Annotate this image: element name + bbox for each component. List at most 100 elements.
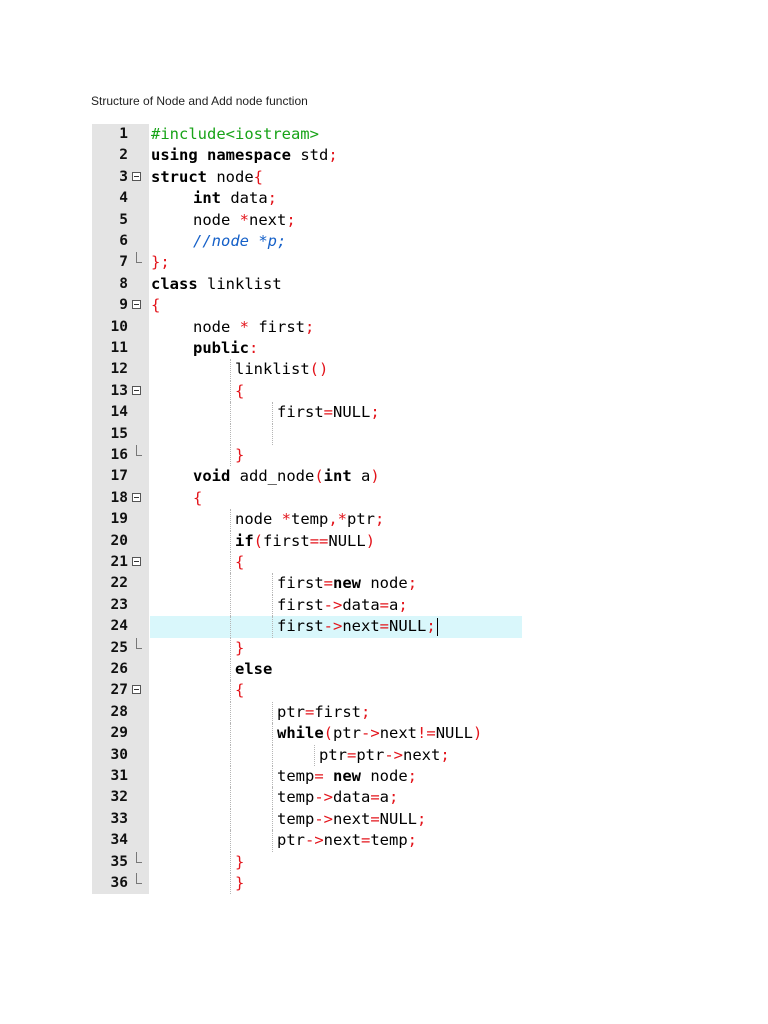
code-line-content[interactable]: { [150,680,522,702]
code-line-content[interactable] [150,423,522,445]
indent-guide [230,573,231,595]
fold-end-icon [131,445,143,466]
code-line-content[interactable]: while(ptr->next!=NULL) [150,723,522,745]
code-token: class [151,274,198,293]
code-line[interactable]: 7}; [92,252,532,273]
code-line-content[interactable]: first=NULL; [150,402,522,424]
code-token: } [235,852,245,871]
code-line-content[interactable]: linklist() [150,359,522,381]
code-line-content[interactable]: first->next=NULL; [150,616,522,638]
code-line-content[interactable]: #include<iostream> [150,124,522,145]
code-line[interactable]: 2 using namespace std; [92,145,532,166]
code-line[interactable]: 13{ [92,380,532,403]
code-line-content[interactable]: temp= new node; [150,766,522,788]
code-line-content[interactable]: if(first==NULL) [150,530,522,552]
code-line-content[interactable]: node *temp,*ptr; [150,509,522,531]
code-line[interactable]: 16} [92,445,532,467]
fold-collapse-icon[interactable] [131,295,143,316]
fold-collapse-icon[interactable] [131,381,143,402]
code-line-content[interactable]: } [150,445,522,467]
code-line-content[interactable]: } [150,851,522,873]
code-line-content[interactable]: //node *p; [150,231,522,252]
code-line-content[interactable]: first=new node; [150,573,522,595]
code-token: new [323,767,361,785]
fold-collapse-icon[interactable] [131,680,143,701]
code-line[interactable]: 6//node *p; [92,231,532,252]
code-text: if(first==NULL) [235,531,375,552]
code-line[interactable]: 35} [92,851,532,873]
indent-guide [230,423,231,445]
code-token: NULL [333,403,371,422]
code-line-content[interactable]: int data; [150,188,522,209]
line-number: 17 [110,468,128,485]
indent-guide [230,637,231,659]
code-line-content[interactable]: temp->next=NULL; [150,808,522,831]
code-text: ptr->next=temp; [277,830,417,851]
line-number: 32 [110,789,128,806]
code-line-content[interactable]: ptr=ptr->next; [150,744,522,766]
indent-guide [272,830,273,852]
code-line-content[interactable]: { [150,488,522,509]
code-line[interactable]: 18{ [92,488,532,509]
code-line-content[interactable]: { [150,295,522,316]
code-line-content[interactable]: } [150,873,522,895]
code-line-content[interactable]: ptr=first; [150,701,522,724]
code-line-content[interactable]: struct node{ [150,167,522,188]
code-line[interactable]: 21{ [92,552,532,574]
fold-collapse-icon[interactable] [131,167,143,188]
code-line-content[interactable]: class linklist [150,274,522,295]
code-line-content[interactable]: void add_node(int a) [150,466,522,487]
code-line[interactable]: 15 [92,423,532,445]
fold-collapse-icon[interactable] [131,488,143,509]
code-line-content[interactable]: node * first; [150,317,522,338]
code-line-content[interactable]: else [150,659,522,681]
code-line[interactable]: 25} [92,637,532,659]
line-number: 36 [110,875,128,891]
code-line-content[interactable]: { [150,380,522,403]
code-line-content[interactable]: ptr->next=temp; [150,830,522,852]
document-title: Structure of Node and Add node function [91,94,308,108]
code-line-content[interactable]: { [150,552,522,574]
code-line[interactable]: 27{ [92,680,532,702]
code-line-content[interactable]: node *next; [150,210,522,231]
indent-guide [230,723,231,745]
code-line[interactable]: 9{ [92,295,532,316]
code-line-content[interactable]: public: [150,338,522,359]
code-token: = [323,574,334,593]
code-line-content[interactable]: } [150,637,522,659]
fold-collapse-icon[interactable] [131,552,143,573]
code-line-content[interactable]: }; [150,252,522,273]
line-number: 2 [119,147,128,164]
code-line[interactable]: 36} [92,873,532,895]
code-line[interactable]: 17 void add_node(int a) [92,466,532,487]
code-token: () [309,360,329,379]
code-line-content[interactable]: first->data=a; [150,594,522,617]
code-line-content[interactable]: temp->data=a; [150,787,522,809]
code-editor[interactable]: 1#include<iostream> 2 using namespace std;… [92,124,532,895]
code-token: temp [277,809,315,828]
code-line[interactable]: 1#include<iostream> [92,124,532,145]
code-line-content[interactable]: using namespace std; [150,145,522,166]
code-line[interactable]: 32 temp->data=a; [92,787,532,809]
code-text: using namespace std; [151,145,338,166]
